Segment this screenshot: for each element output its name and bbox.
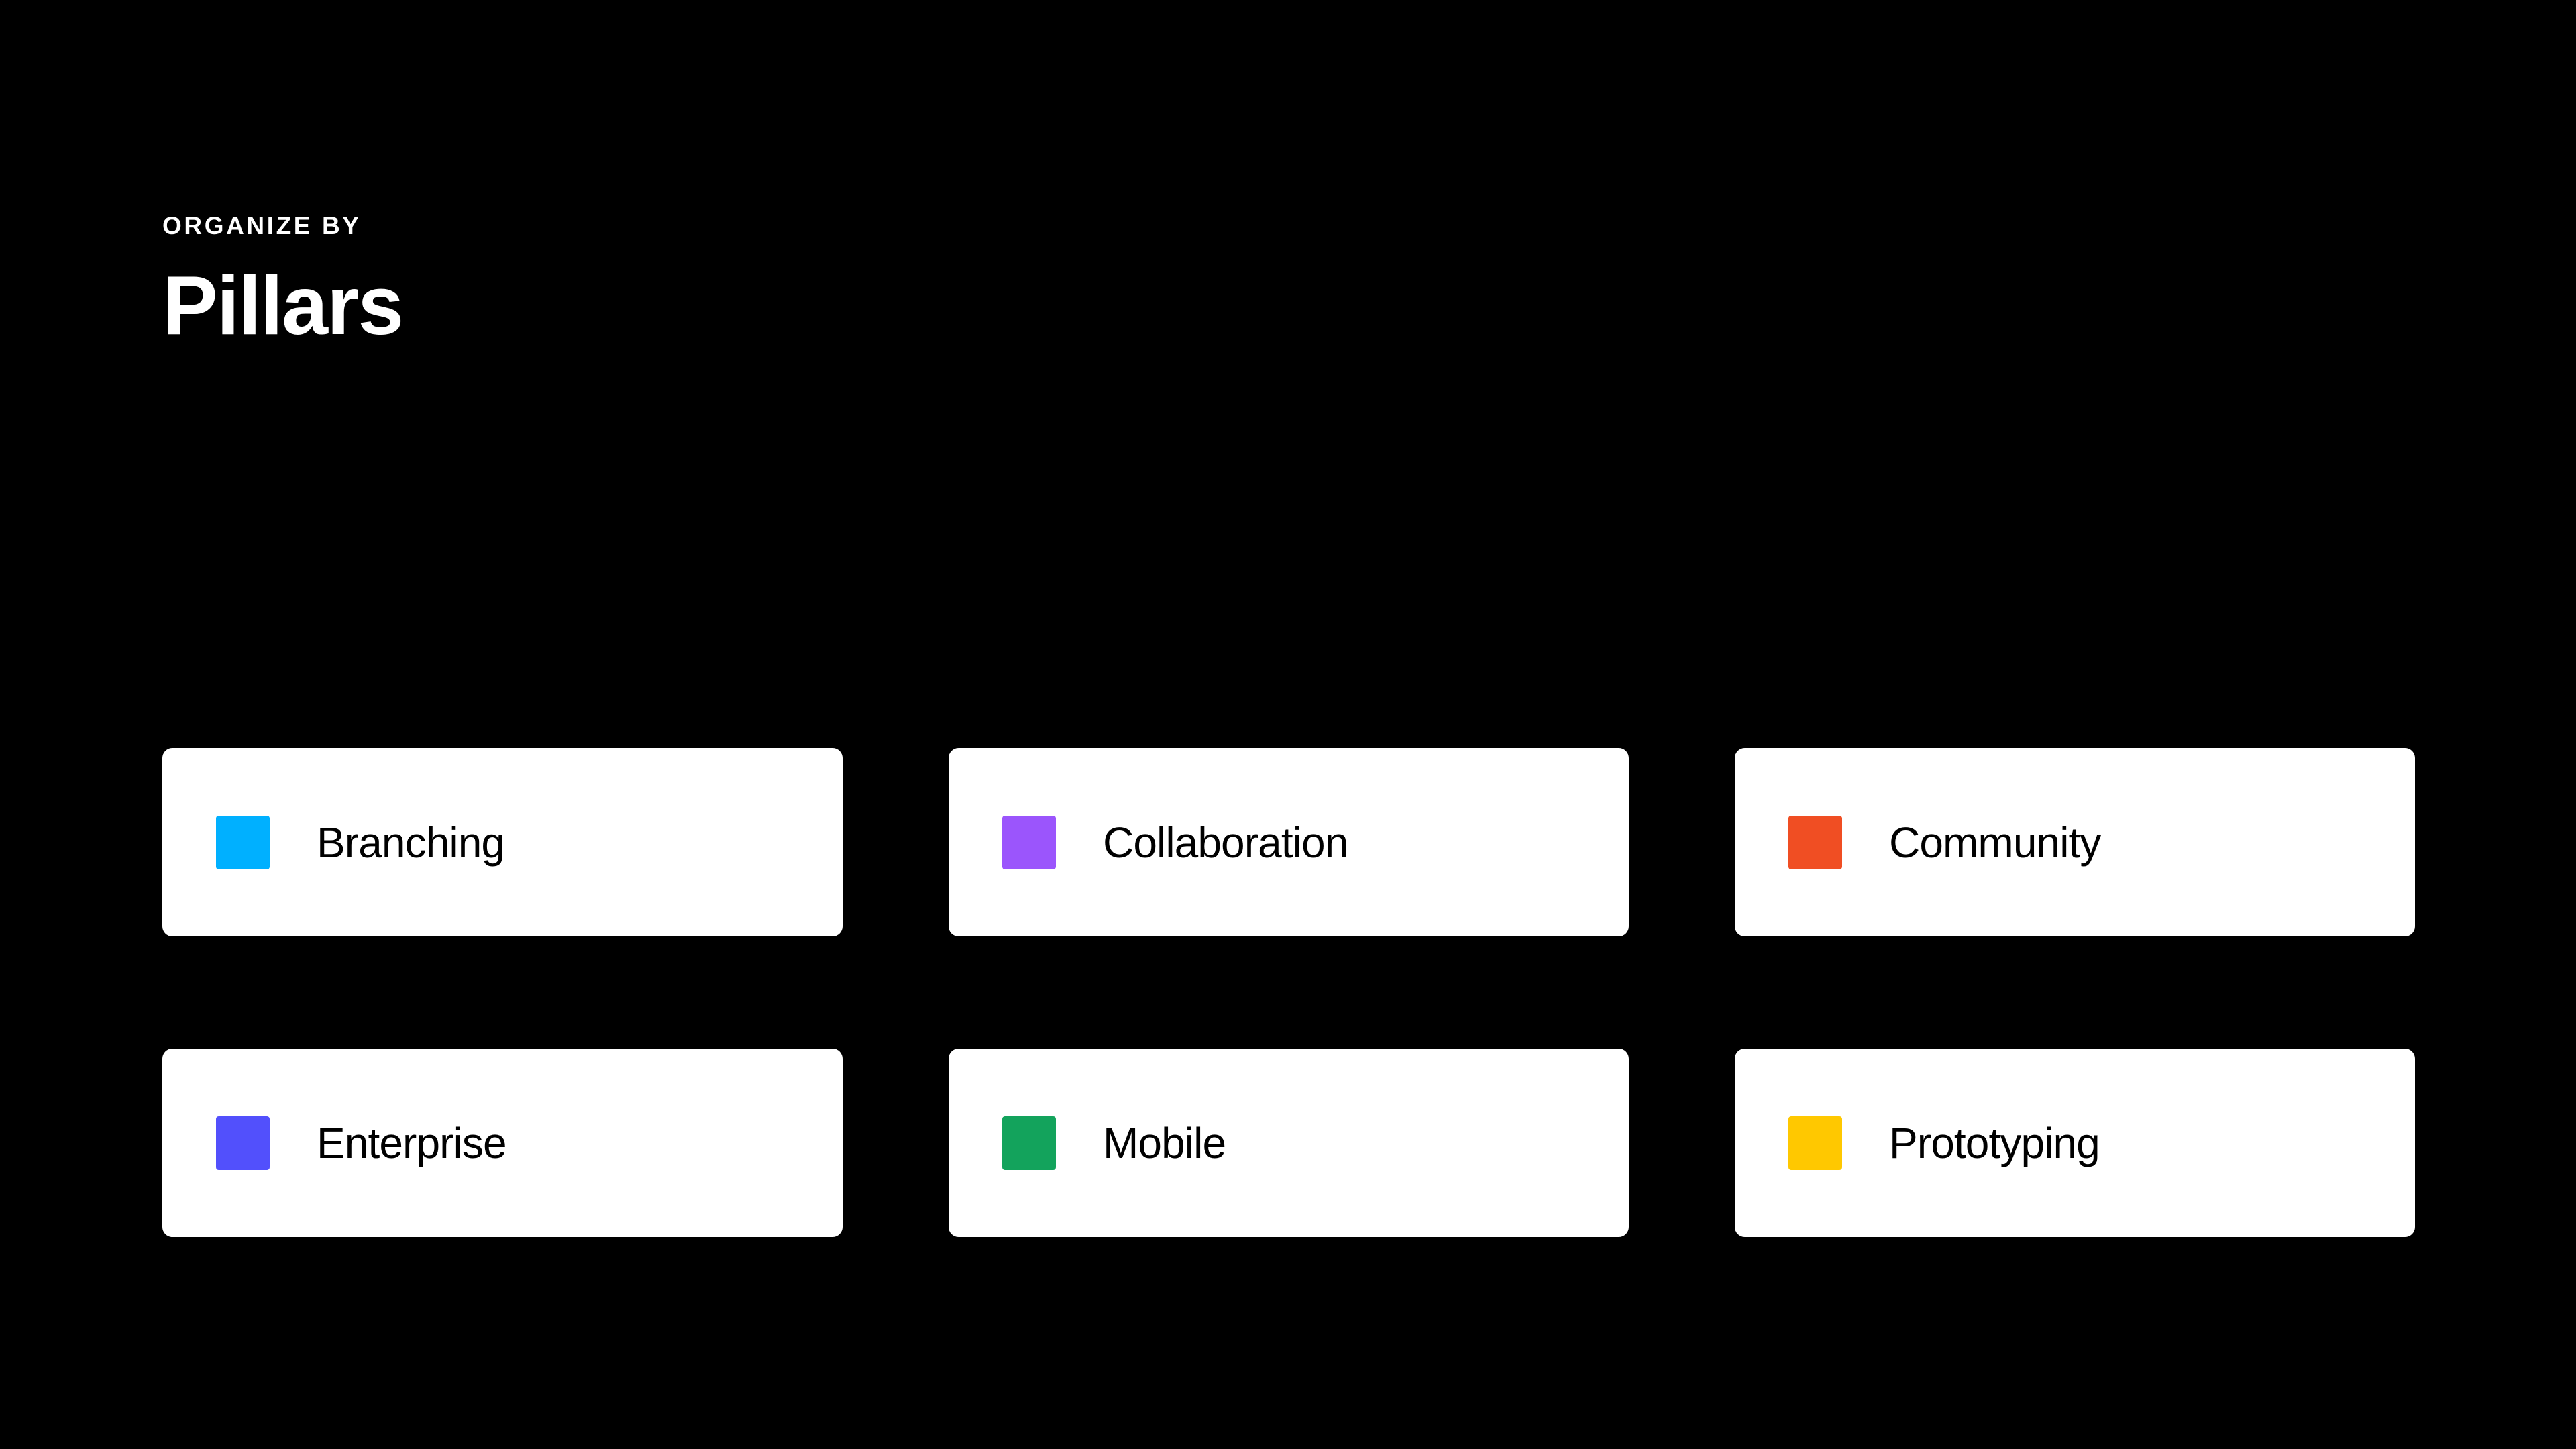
color-swatch-collaboration-icon [1002,815,1056,869]
pillar-card-prototyping[interactable]: Prototyping [1735,1049,2415,1237]
pillar-label-enterprise: Enterprise [317,1118,507,1167]
header-block: ORGANIZE BY Pillars [162,213,1504,350]
pillar-label-collaboration: Collaboration [1103,818,1348,867]
color-swatch-enterprise-icon [216,1116,270,1170]
pillar-card-grid: Branching Collaboration Community Enterp… [162,748,2415,1237]
pillar-label-prototyping: Prototyping [1889,1118,2100,1167]
pillar-label-mobile: Mobile [1103,1118,1226,1167]
pillar-card-mobile[interactable]: Mobile [949,1049,1629,1237]
color-swatch-branching-icon [216,815,270,869]
pillar-card-branching[interactable]: Branching [162,748,843,936]
pillar-card-enterprise[interactable]: Enterprise [162,1049,843,1237]
color-swatch-community-icon [1788,815,1842,869]
pillar-card-community[interactable]: Community [1735,748,2415,936]
pillar-card-collaboration[interactable]: Collaboration [949,748,1629,936]
eyebrow-label: ORGANIZE BY [162,212,362,239]
page-title: Pillars [162,260,404,352]
color-swatch-mobile-icon [1002,1116,1056,1170]
pillar-label-branching: Branching [317,818,505,867]
color-swatch-prototyping-icon [1788,1116,1842,1170]
pillar-label-community: Community [1889,818,2101,867]
